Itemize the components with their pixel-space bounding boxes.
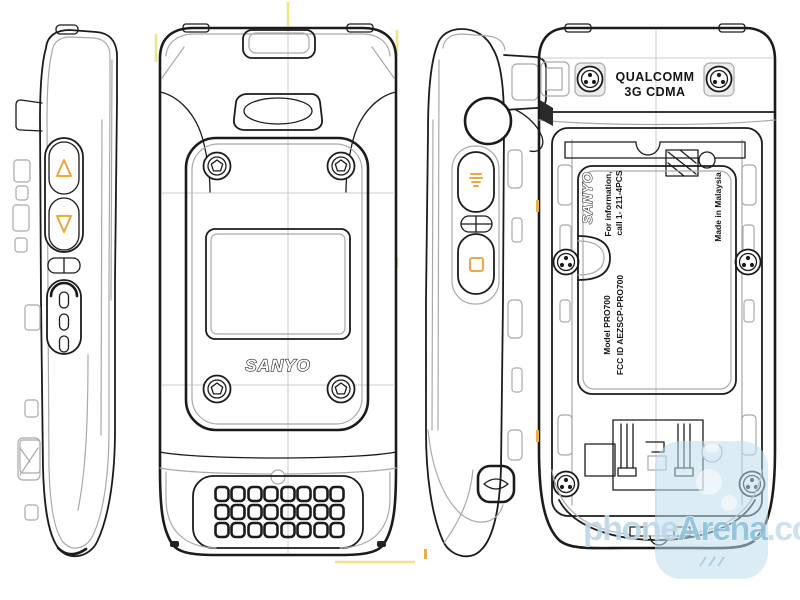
- display-window: [205, 228, 351, 340]
- battery-made-in: Made in Malaysia: [713, 172, 723, 242]
- rail-clips: [557, 164, 757, 456]
- battery-info-line1: For information,: [603, 171, 613, 236]
- speaker-icon: [469, 173, 483, 187]
- screw-icon: [734, 248, 762, 276]
- earpiece-housing: [232, 93, 324, 131]
- side-clips: [12, 159, 41, 521]
- camera-button: [457, 233, 495, 295]
- volume-up-button: [48, 141, 80, 195]
- volume-up-icon: [56, 159, 72, 177]
- side-grille: [46, 279, 82, 355]
- top-tab: [55, 24, 79, 35]
- side-button-cluster: [451, 145, 500, 305]
- chipset-label-line2: 3G CDMA: [624, 85, 685, 99]
- screw-icon: [705, 65, 733, 93]
- right-side-view: [424, 28, 547, 559]
- volume-down-button: [48, 197, 80, 251]
- battery-info-line2: call 1- 211-4PCS: [614, 170, 624, 236]
- front-view: SANYO: [158, 23, 398, 557]
- speaker-grille-holes: [214, 485, 345, 539]
- speaker-plate: [192, 475, 364, 549]
- screw-icon: [576, 65, 604, 93]
- lanyard-loop: [476, 464, 516, 504]
- port-cover: [17, 437, 41, 481]
- sim-pad: [584, 443, 616, 477]
- watermark-slashes: [699, 556, 725, 567]
- square-icon: [469, 257, 484, 272]
- clasp-pin: [270, 469, 286, 485]
- centerlines: [162, 30, 657, 553]
- screw-icon: [326, 374, 356, 404]
- watermark: phoneArena.com: [583, 439, 800, 579]
- watermark-text: phoneArena.com: [583, 510, 800, 548]
- screw-icon: [202, 374, 232, 404]
- brand-logo: SANYO: [245, 356, 310, 375]
- left-side-view: [12, 24, 118, 558]
- watermark-logo: [655, 441, 768, 579]
- screw-icon: [326, 151, 356, 181]
- grille-slots: [58, 291, 70, 353]
- chipset-label-line1: QUALCOMM: [616, 70, 695, 84]
- flip-clasp: [242, 29, 316, 59]
- hinge-flap: [15, 99, 43, 132]
- finger-notch: [577, 235, 611, 281]
- left-inner-line: [46, 36, 111, 549]
- front-panel: [184, 136, 370, 432]
- volume-down-icon: [56, 215, 72, 233]
- screw-icon: [552, 248, 580, 276]
- screw-icon: [202, 151, 232, 181]
- front-outer-body: [158, 26, 398, 557]
- earpiece-grille: [243, 97, 313, 125]
- battery-fcc-id: FCC ID AEZSCP-PRO700: [615, 275, 625, 376]
- battery-model: Model PRO700: [602, 295, 612, 355]
- side-clips: [507, 149, 523, 461]
- right-outer-silhouette: [425, 28, 505, 558]
- screw-icon: [552, 470, 580, 498]
- hinge-barrel: [463, 96, 513, 146]
- battery-brand: SANYO: [579, 172, 595, 224]
